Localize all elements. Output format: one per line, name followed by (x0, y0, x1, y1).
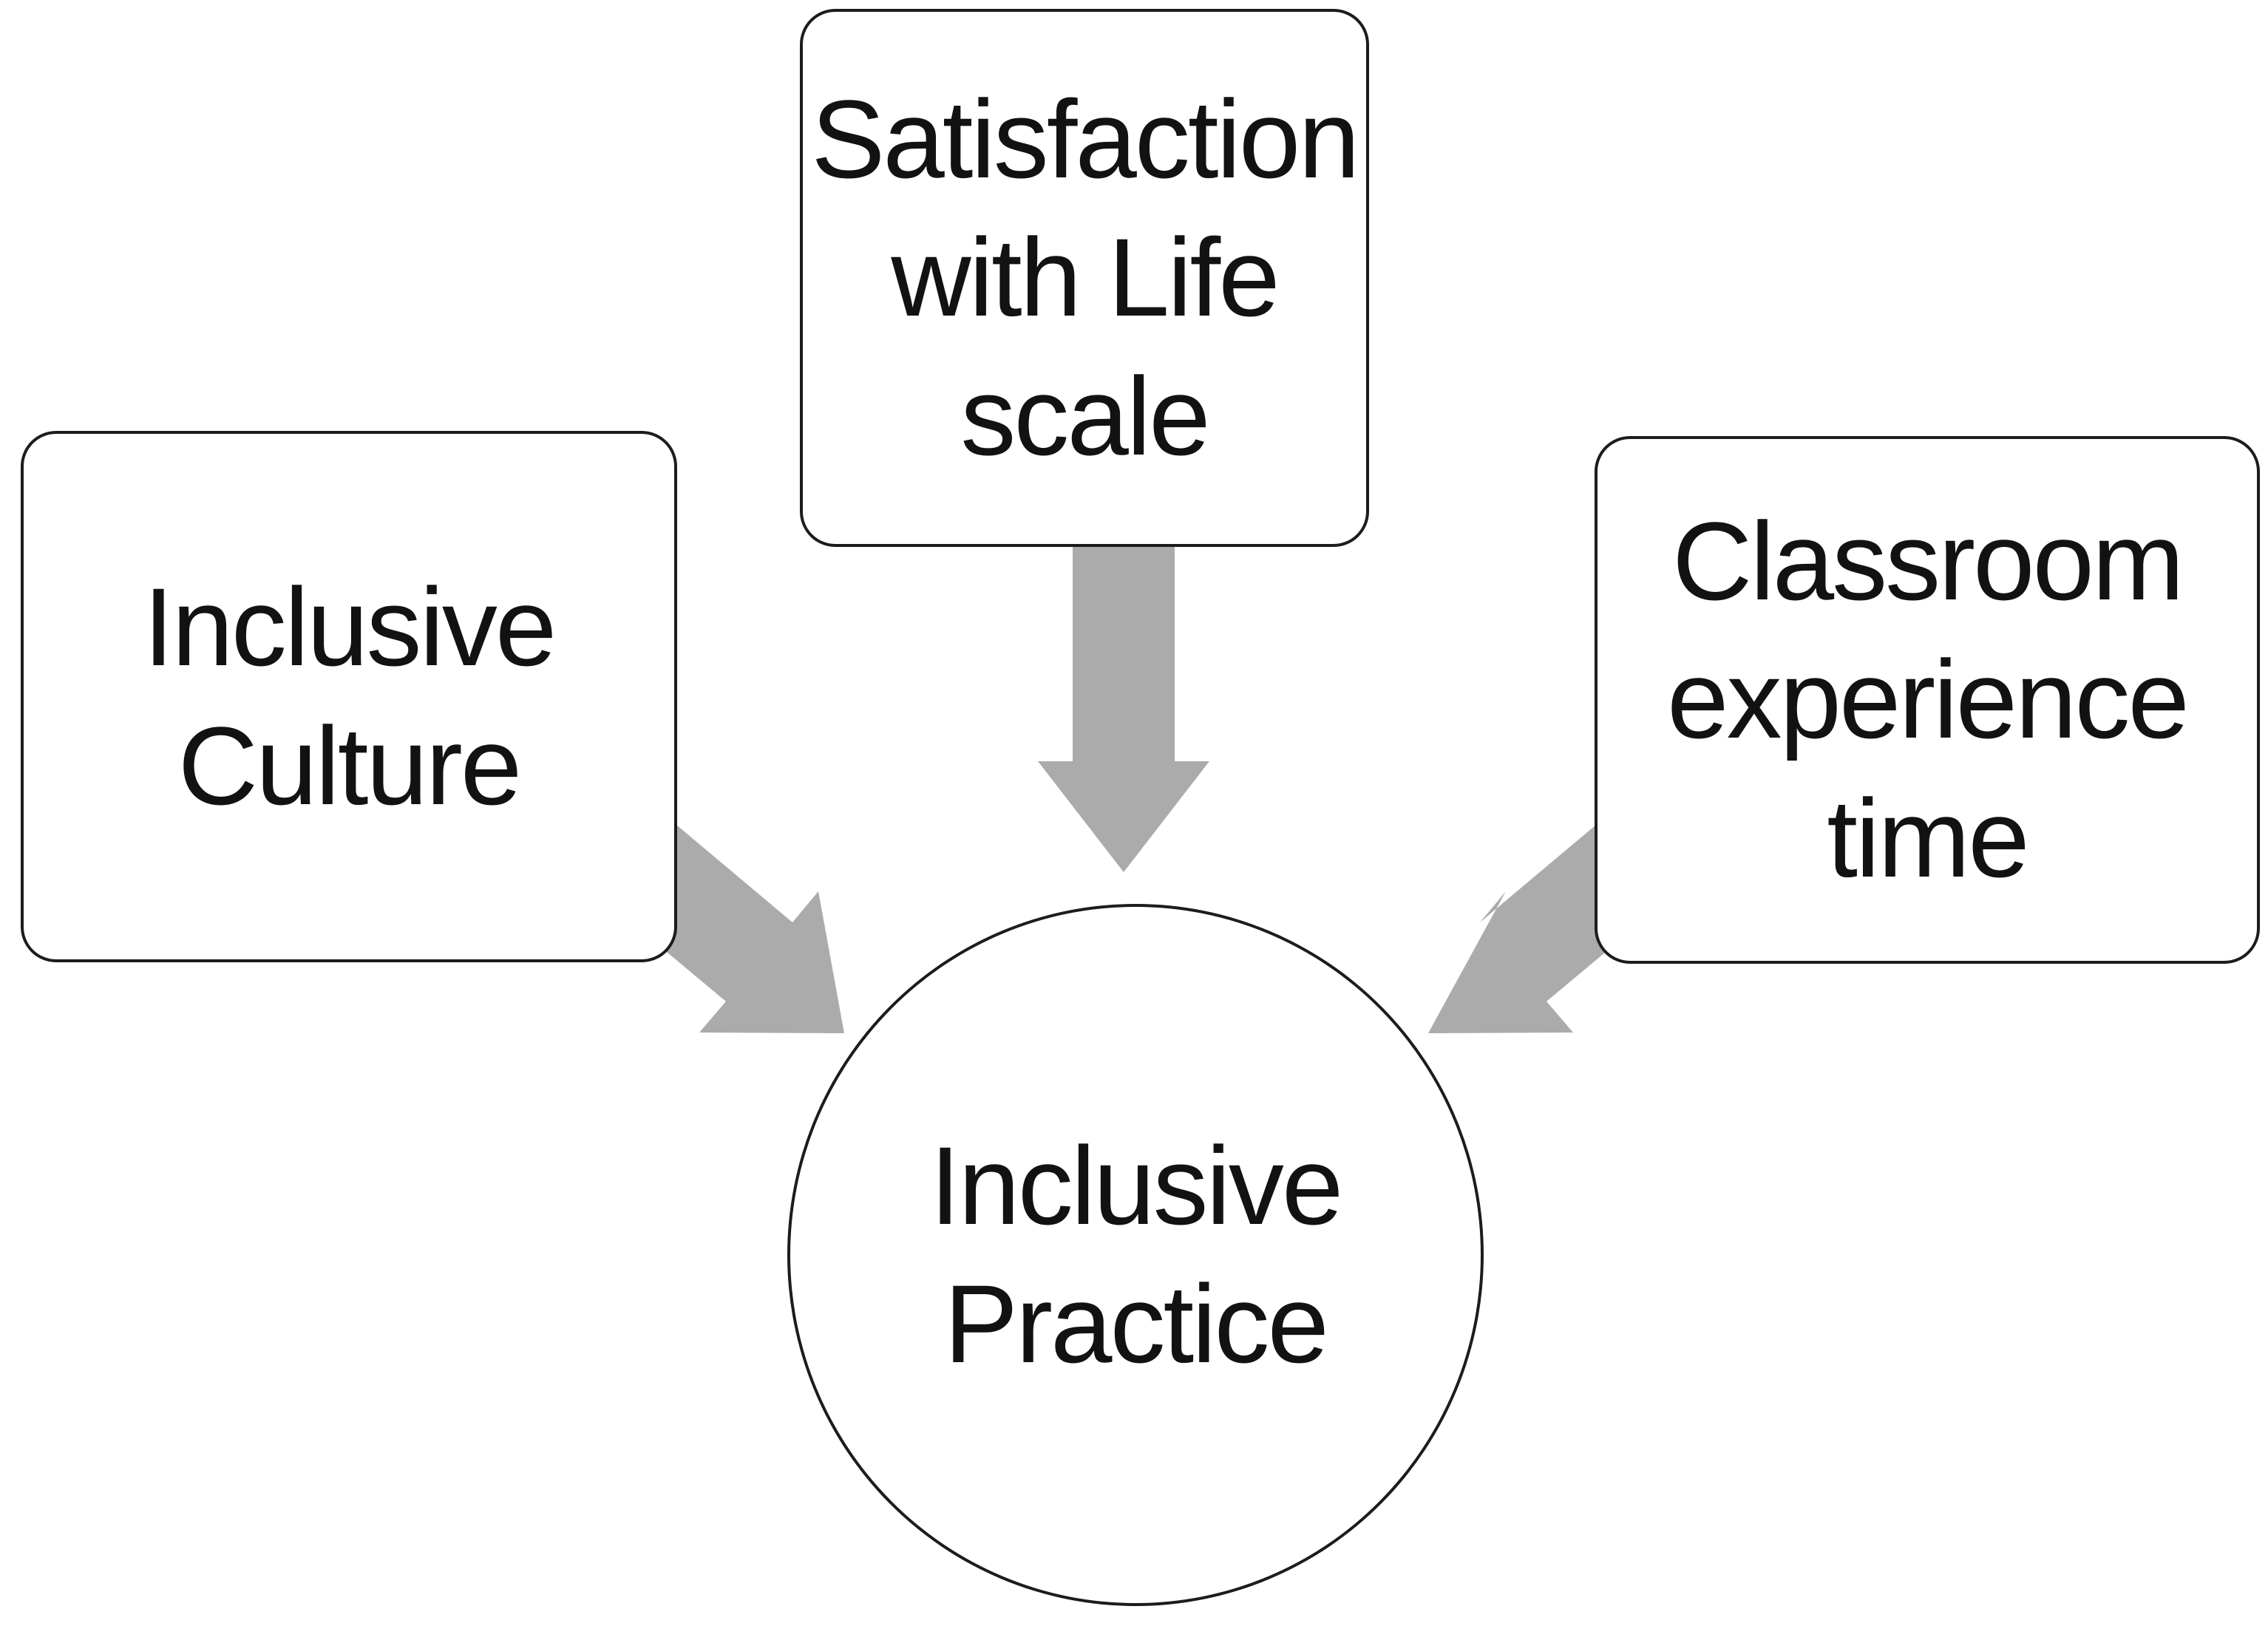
down-arrow-icon (1038, 545, 1209, 872)
node-classroom-experience-time-label: Classroom experience time (1667, 498, 2190, 900)
node-inclusive-practice-label: Inclusive Practice (929, 1123, 1344, 1387)
node-satisfaction-with-life-scale: Satisfaction with Life scale (800, 9, 1369, 547)
node-satisfaction-with-life-scale-label: Satisfaction with Life scale (811, 76, 1359, 478)
node-inclusive-practice: Inclusive Practice (787, 904, 1484, 1606)
node-classroom-experience-time: Classroom experience time (1595, 436, 2260, 964)
node-inclusive-culture: Inclusive Culture (21, 431, 677, 962)
node-inclusive-culture-label: Inclusive Culture (143, 565, 557, 828)
